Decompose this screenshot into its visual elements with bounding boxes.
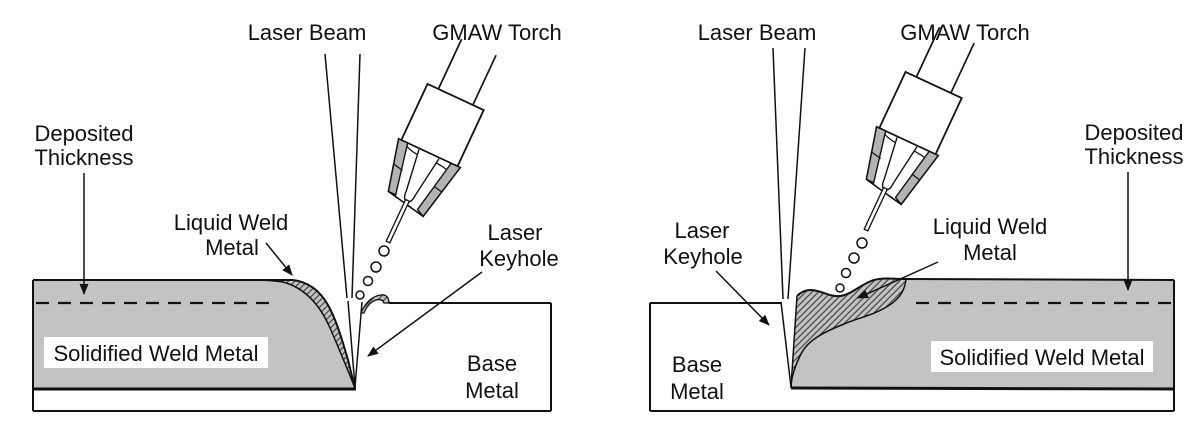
liquid-solid-boundary bbox=[790, 278, 907, 389]
laser-keyhole-label-line2: Keyhole bbox=[663, 244, 743, 269]
weld-hill-face bbox=[292, 279, 356, 389]
keyhole-right-wall bbox=[790, 295, 798, 388]
solidified-weld-fill bbox=[33, 280, 356, 389]
solidified-weld-metal-label: Solidified Weld Metal bbox=[53, 341, 258, 366]
solidified-weld-metal-label-box bbox=[931, 341, 1153, 372]
liquid-weld-metal-label-line1: Liquid Weld bbox=[933, 214, 1048, 239]
deposit-top-edge bbox=[796, 277, 1175, 298]
solidified-weld-metal-label-box bbox=[44, 337, 268, 368]
laser-keyhole-label-line1: Laser bbox=[487, 220, 542, 245]
liquid-weld-metal-arrow bbox=[857, 261, 939, 299]
solidified-weld-metal-label: Solidified Weld Metal bbox=[939, 345, 1144, 370]
metal-droplet bbox=[355, 290, 365, 300]
deposited-thickness-label-line1: Deposited bbox=[34, 121, 133, 146]
base-metal-label-line2: Metal bbox=[670, 379, 724, 404]
left-panel: Laser Beam GMAW Torch Deposited Thicknes… bbox=[32, 20, 562, 412]
liquid-weld-fill bbox=[791, 278, 906, 388]
deposited-thickness-label-line2: Thickness bbox=[34, 145, 133, 170]
metal-droplet bbox=[856, 237, 868, 249]
gmaw-torch-label: GMAW Torch bbox=[432, 20, 562, 45]
keyhole-right-wall bbox=[354, 301, 363, 388]
base-metal-label-line1: Base bbox=[467, 351, 517, 376]
metal-droplet bbox=[378, 245, 390, 257]
laser-keyhole-label-line2: Keyhole bbox=[479, 246, 559, 271]
laser-beam-right-line bbox=[351, 53, 361, 299]
metal-droplet bbox=[848, 252, 860, 264]
laser-keyhole-arrow bbox=[367, 271, 483, 357]
deposited-thickness-label-line1: Deposited bbox=[1084, 120, 1183, 145]
metal-droplet bbox=[840, 267, 852, 279]
gmaw-torch-label: GMAW Torch bbox=[900, 20, 1030, 45]
metal-droplet bbox=[835, 283, 845, 293]
laser-beam-left-line bbox=[324, 53, 348, 299]
liquid-weld-metal-label-line1: Liquid Weld bbox=[174, 210, 289, 235]
keyhole-fill bbox=[348, 301, 362, 387]
weld-root-line bbox=[790, 386, 1175, 391]
liquid-weld-metal-label-line2: Metal bbox=[205, 235, 259, 260]
keyhole-fill bbox=[781, 297, 797, 387]
deposited-thickness-label-line2: Thickness bbox=[1084, 144, 1183, 169]
liquid-weld-metal-arrow bbox=[265, 242, 293, 276]
laser-beam-label: Laser Beam bbox=[698, 20, 817, 45]
metal-droplet bbox=[370, 261, 382, 273]
laser-beam-left-line bbox=[772, 47, 784, 300]
molten-lip bbox=[360, 294, 390, 314]
laser-keyhole-arrow bbox=[715, 270, 770, 326]
base-metal-label-line1: Base bbox=[672, 352, 722, 377]
liquid-weld-metal-label-line2: Metal bbox=[963, 240, 1017, 265]
right-panel: Laser Beam GMAW Torch Deposited Thicknes… bbox=[649, 19, 1184, 412]
laser-keyhole-label-line1: Laser bbox=[674, 218, 729, 243]
keyhole-left-wall bbox=[347, 300, 356, 388]
base-metal-label-line2: Metal bbox=[465, 378, 519, 403]
metal-droplet bbox=[362, 275, 374, 287]
laser-beam-right-line bbox=[787, 47, 806, 300]
keyhole-left-wall bbox=[780, 301, 792, 388]
laser-beam-label: Laser Beam bbox=[248, 20, 367, 45]
